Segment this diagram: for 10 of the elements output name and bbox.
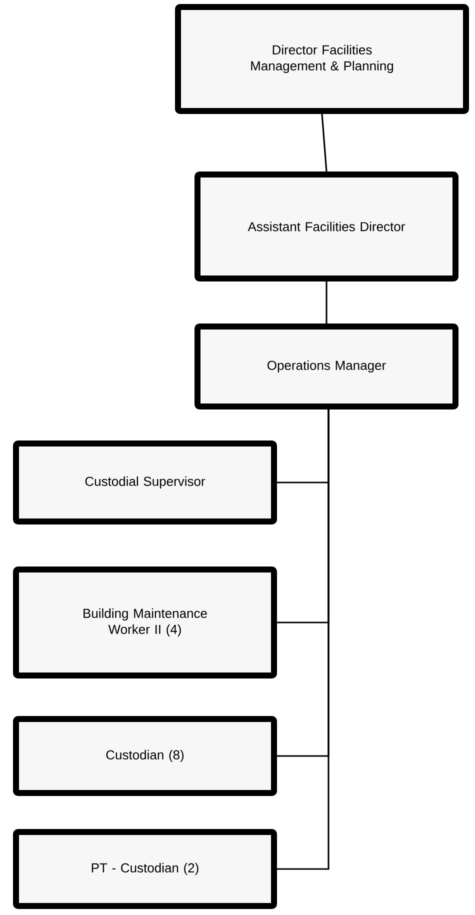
org-box: Custodial Supervisor	[13, 440, 277, 524]
org-box: Custodian (8)	[13, 716, 277, 796]
org-box: Assistant Facilities Director	[194, 172, 458, 282]
connector-line	[321, 114, 328, 172]
org-box: Building Maintenance Worker II (4)	[13, 566, 277, 678]
org-box: Director Facilities Management & Planning	[175, 4, 469, 114]
org-box: Operations Manager	[194, 324, 458, 410]
connector-line	[326, 282, 328, 324]
connector-line	[277, 410, 330, 870]
org-box: PT - Custodian (2)	[13, 829, 277, 909]
